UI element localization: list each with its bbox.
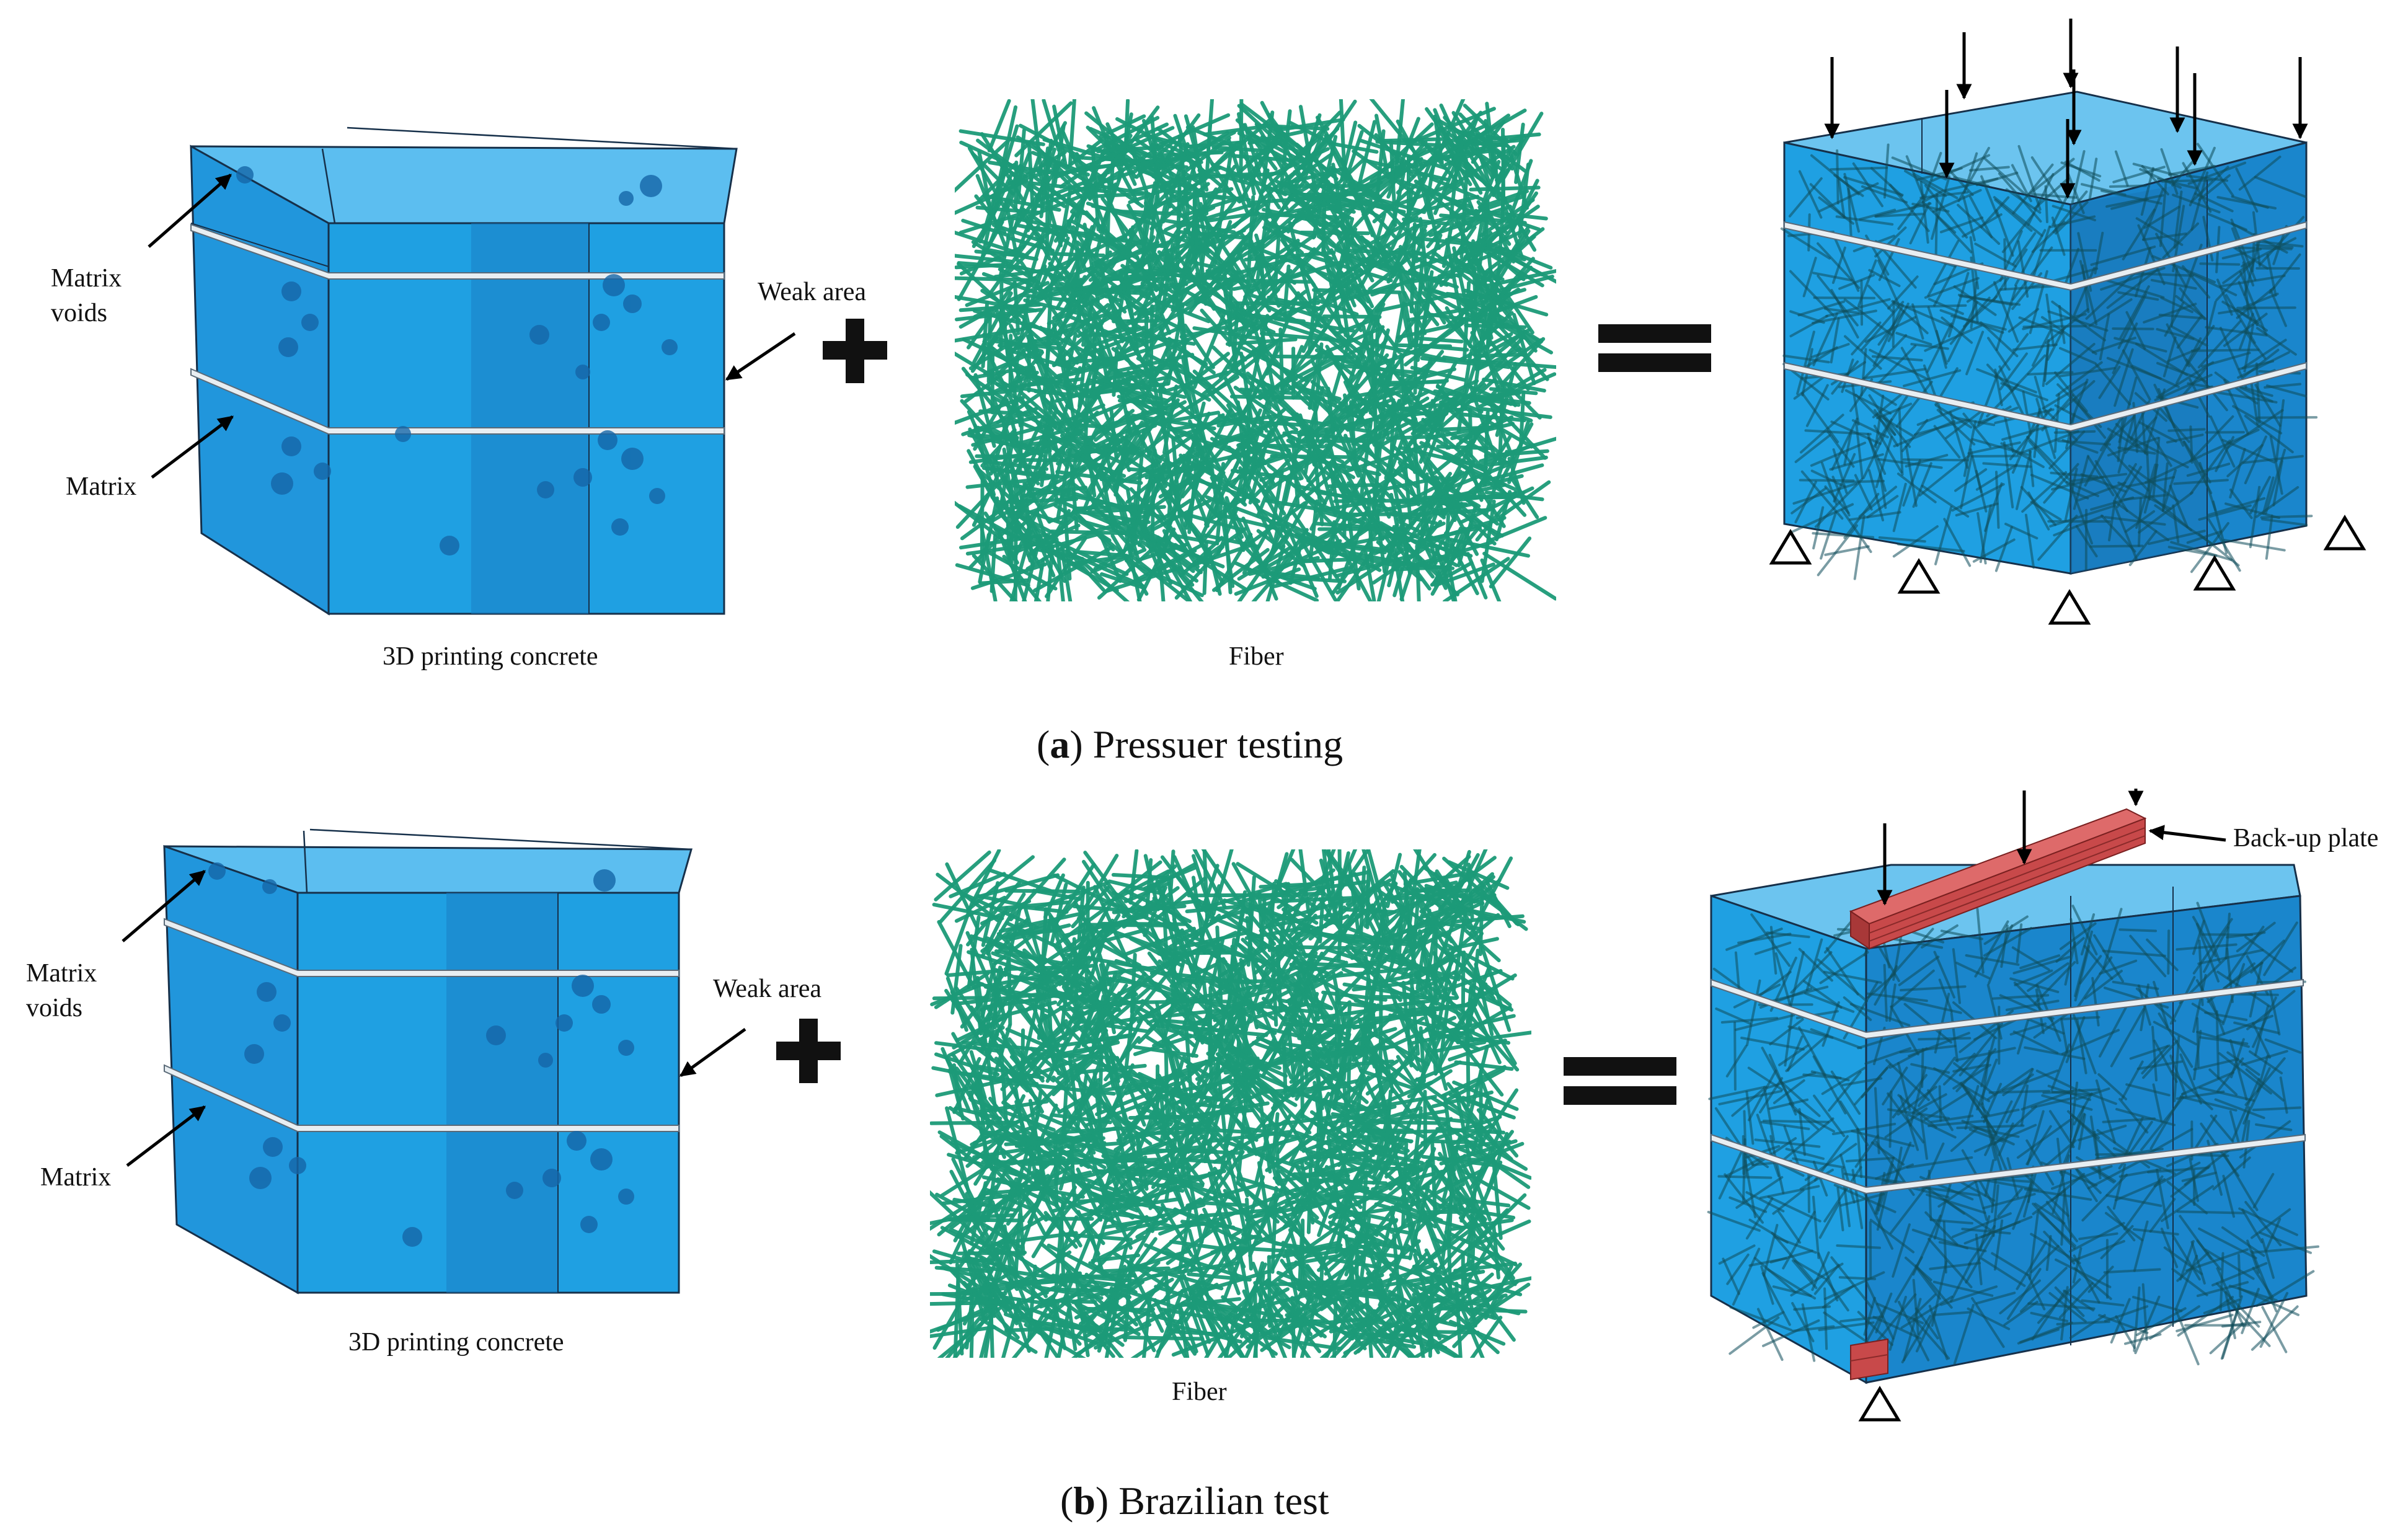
composite-fibers-b [1707, 901, 2319, 1366]
equals-sign-b [1564, 1057, 1676, 1105]
composite-cube-a [1780, 91, 2318, 580]
plus-sign-b [776, 1019, 841, 1083]
pointer-backup-plate [2148, 825, 2226, 842]
label-backup-plate: Back-up plate [2233, 824, 2378, 852]
pointer-weak-area-a [725, 332, 796, 381]
concrete-cube-b [163, 828, 693, 1295]
svg-text:voids: voids [51, 299, 107, 327]
backup-plate-bottom [1850, 1338, 1888, 1381]
svg-text:Matrix: Matrix [51, 264, 122, 293]
pointer-matrix-a [151, 415, 234, 479]
pointer-matrix-voids-a [148, 174, 232, 248]
concrete-cube-a [190, 126, 738, 616]
svg-text:voids: voids [26, 994, 82, 1022]
label-weak-area-a: Weak area [758, 278, 866, 306]
pointer-matrix-b [126, 1105, 206, 1167]
svg-text:Matrix: Matrix [26, 959, 97, 988]
equals-sign-a [1598, 324, 1711, 372]
label-concrete-b: 3D printing concrete [348, 1328, 564, 1357]
pointer-matrix-voids-b [122, 870, 206, 942]
composite-cube-b [1707, 864, 2319, 1384]
caption-b: (b) Brazilian test [1060, 1479, 1329, 1523]
panel-b: Matrix voids Matrix Weak area [26, 789, 2378, 1523]
load-arrows-a [1824, 19, 2308, 199]
label-weak-area-b: Weak area [713, 975, 821, 1003]
label-concrete-a: 3D printing concrete [383, 642, 598, 671]
fiber-bundle-a [955, 99, 1556, 601]
load-arrows-b [1877, 789, 2144, 906]
panel-a: Matrix voids Matrix Weak area [51, 19, 2366, 766]
label-matrix-voids-a: Matrix voids [51, 264, 122, 327]
support-triangle-b [1858, 1386, 1901, 1422]
label-matrix-b: Matrix [40, 1163, 111, 1192]
support-triangles-a [1769, 515, 2366, 625]
plus-sign-a [823, 319, 887, 383]
backup-plate-top [1849, 808, 2147, 950]
label-fiber-a: Fiber [1229, 642, 1284, 671]
label-matrix-a: Matrix [66, 472, 136, 501]
pointer-weak-area-b [679, 1027, 746, 1078]
fiber-bundle-b [930, 849, 1531, 1358]
label-matrix-voids-b: Matrix voids [26, 959, 97, 1022]
caption-a: (a) Pressuer testing [1037, 722, 1343, 766]
label-fiber-b: Fiber [1172, 1378, 1227, 1406]
